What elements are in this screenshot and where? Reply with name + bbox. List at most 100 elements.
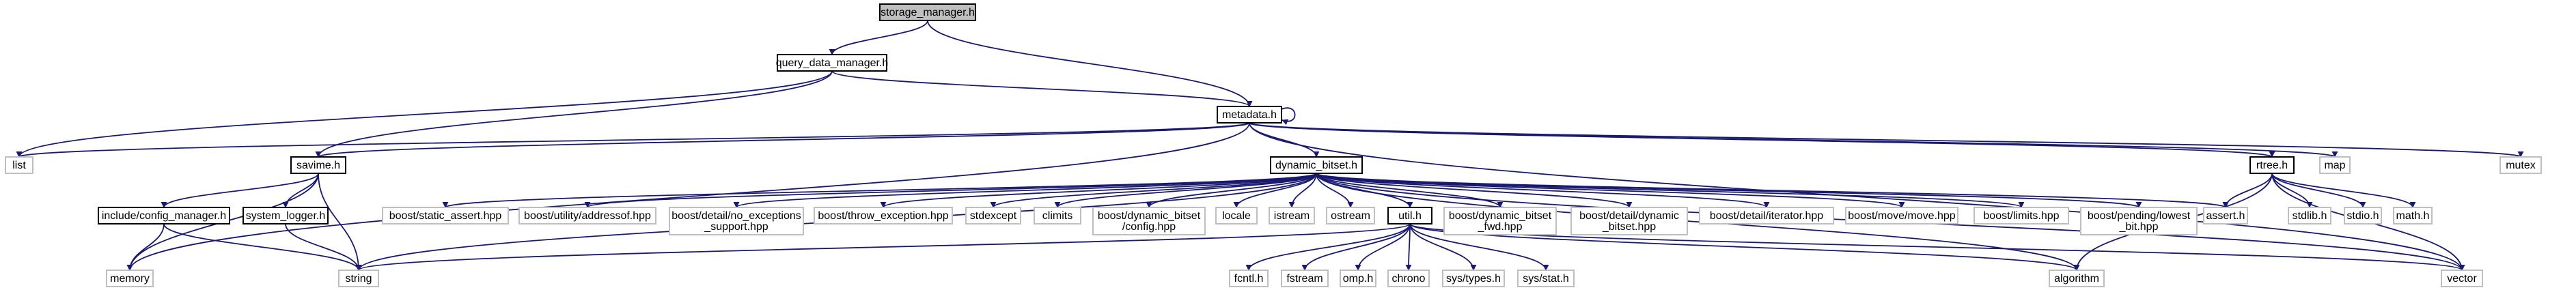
node-lowest-bit[interactable]: boost/pending/lowest_bit.hpp [2080,207,2198,235]
node-label: boost/pending/lowest [2088,210,2191,222]
node-system-logger[interactable]: system_logger.h [243,207,329,224]
node-box [2319,156,2351,174]
node-label: stdio.h [2346,210,2379,222]
edge-config-manager-to-string [163,223,362,271]
edge-dynamic-bitset-to-istream [1288,173,1317,208]
node-box [1973,207,2069,224]
node-label: dynamic_bitset.h [1275,160,1357,171]
node-addressof[interactable]: boost/utility/addressof.hpp [518,207,656,224]
node-savime[interactable]: savime.h [290,156,346,174]
node-stdlib[interactable]: stdlib.h [2288,207,2331,224]
node-db-config[interactable]: boost/dynamic_bitset/config.hpp [1092,207,1206,235]
node-assert[interactable]: assert.h [2203,207,2248,224]
node-box [2080,207,2198,235]
node-box [2203,207,2248,224]
node-static-assert[interactable]: boost/static_assert.hpp [382,207,509,224]
node-stdio[interactable]: stdio.h [2344,207,2382,224]
node-label: algorithm [2054,273,2099,285]
node-limits[interactable]: boost/limits.hpp [1973,207,2069,224]
edge-dynamic-bitset-to-assert [1316,173,2229,208]
node-list[interactable]: list [5,156,33,174]
node-algorithm[interactable]: algorithm [2049,270,2105,287]
node-sys-stat[interactable]: sys/stat.h [1517,270,1575,287]
node-detail-db[interactable]: boost/detail/dynamic_bitset.hpp [1570,207,1688,235]
node-box [1442,270,1505,287]
node-fstream[interactable]: fstream [1281,270,1329,287]
node-sys-types[interactable]: sys/types.h [1442,270,1505,287]
node-istream[interactable]: istream [1269,207,1315,224]
node-rtree[interactable]: rtree.h [2249,156,2295,174]
node-box [1699,207,1834,224]
edge-query-data-manager-to-list [16,70,833,158]
node-label: boost/utility/addressof.hpp [524,210,651,222]
node-detail-iter[interactable]: boost/detail/iterator.hpp [1699,207,1834,224]
edge-query-data-manager-to-savime [315,70,833,158]
node-box [1215,207,1258,224]
node-omp[interactable]: omp.h [1340,270,1376,287]
node-label: storage_manager.h [881,7,975,18]
node-stdexcept[interactable]: stdexcept [965,207,1021,224]
node-box [1269,207,1315,224]
node-vector[interactable]: vector [2441,270,2483,287]
node-util[interactable]: util.h [1387,207,1432,224]
node-memory[interactable]: memory [106,270,154,287]
edge-storage-manager-to-query-data-manager [829,20,928,55]
node-box [777,54,887,72]
node-label: fcntl.h [1234,273,1264,285]
node-fcntl[interactable]: fcntl.h [1229,270,1269,287]
node-ostream[interactable]: ostream [1326,207,1375,224]
node-box [2288,207,2331,224]
edge-dynamic-bitset-to-addressof [584,173,1317,208]
edge-dynamic-bitset-to-lowest-bit [1316,173,2142,208]
node-label: boost/detail/no_exceptions [671,210,801,222]
edge-dynamic-bitset-to-limits [1316,173,2025,208]
edge-config-manager-to-memory [126,223,165,271]
node-box [1340,270,1376,287]
node-box [98,207,230,224]
node-locale[interactable]: locale [1215,207,1258,224]
edge-metadata-to-vector [1249,122,2465,271]
node-mutex[interactable]: mutex [2499,156,2542,174]
node-move[interactable]: boost/move/move.hpp [1845,207,1958,224]
node-map[interactable]: map [2319,156,2351,174]
node-label: boost/move/move.hpp [1848,210,1956,222]
edge-dynamic-bitset-to-ostream [1316,173,1354,208]
node-label: map [2324,160,2345,171]
node-box [1443,207,1557,235]
node-label: _bitset.hpp [1602,221,1656,233]
node-label: climits [1042,210,1072,222]
edge-util-to-chrono [1405,223,1412,271]
node-climits[interactable]: climits [1034,207,1081,224]
node-chrono[interactable]: chrono [1387,270,1430,287]
node-label: include/config_manager.h [102,210,226,222]
node-label: mutex [2506,160,2536,171]
node-storage-manager[interactable]: storage_manager.h [879,3,976,21]
node-math[interactable]: math.h [2393,207,2433,224]
edge-metadata-to-mutex [1249,122,2523,158]
node-label: metadata.h [1222,109,1277,121]
node-label: boost/dynamic_bitset [1098,210,1201,222]
edge-savime-to-config-manager [161,173,319,208]
node-box [1387,270,1430,287]
edge-util-to-fcntl [1245,223,1411,271]
node-box [965,207,1021,224]
node-config-manager[interactable]: include/config_manager.h [98,207,230,224]
node-box [338,270,379,287]
node-box [1517,270,1575,287]
node-box [879,3,976,21]
node-string[interactable]: string [338,270,379,287]
node-metadata[interactable]: metadata.h [1217,106,1282,124]
node-query-data-manager[interactable]: query_data_manager.h [776,54,889,72]
node-dynamic-bitset[interactable]: dynamic_bitset.h [1270,156,1363,174]
edge-dynamic-bitset-to-algorithm [1316,173,2080,271]
edge-util-to-string [355,223,1411,271]
node-label: sys/stat.h [1523,273,1569,285]
node-throw-exception[interactable]: boost/throw_exception.hpp [814,207,953,224]
node-no-exceptions[interactable]: boost/detail/no_exceptions_support.hpp [669,207,804,235]
node-db-fwd[interactable]: boost/dynamic_bitset_fwd.hpp [1443,207,1557,235]
node-label: chrono [1392,273,1426,285]
node-label: sys/types.h [1446,273,1501,285]
node-label: _bit.hpp [2119,221,2159,233]
edge-util-to-fstream [1301,223,1411,271]
node-label: system_logger.h [246,210,326,222]
